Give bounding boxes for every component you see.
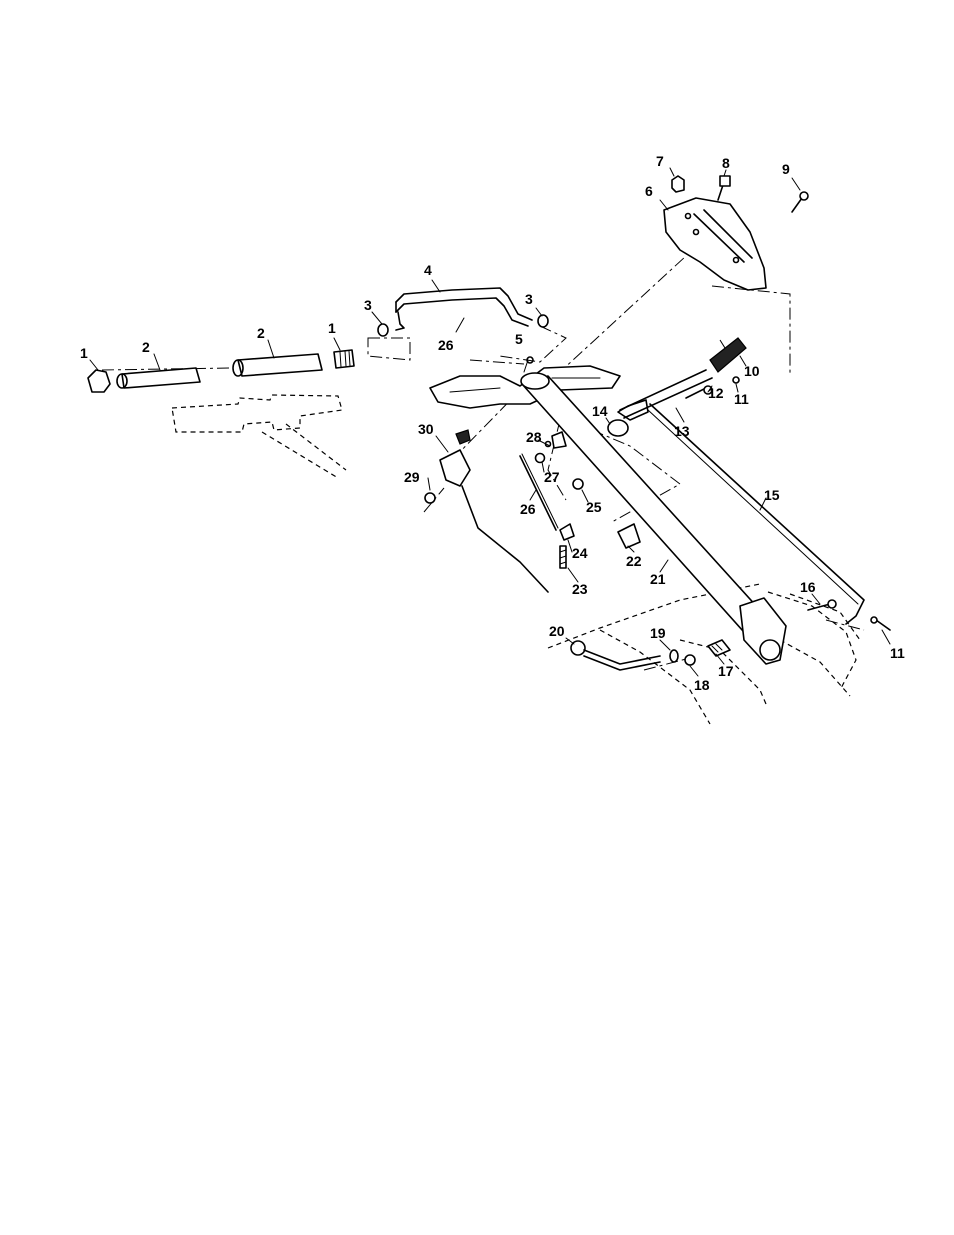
label-part-4: 4 <box>424 262 432 278</box>
label-part-22: 22 <box>626 553 642 569</box>
part-19-washer <box>670 650 678 662</box>
label-part-1-left: 1 <box>80 345 88 361</box>
label-part-12: 12 <box>708 385 724 401</box>
label-part-21: 21 <box>650 571 666 587</box>
leader-lines <box>90 168 890 676</box>
label-part-1-right: 1 <box>328 320 336 336</box>
part-1-nut-left <box>88 370 110 392</box>
part-3-washer-right <box>538 315 548 327</box>
part-21-handle-tube <box>521 373 778 650</box>
label-part-5: 5 <box>515 331 523 347</box>
label-part-10: 10 <box>744 363 760 379</box>
part-1-cap-right <box>334 350 354 368</box>
label-part-23: 23 <box>572 581 588 597</box>
label-part-6: 6 <box>645 183 653 199</box>
label-part-2-left: 2 <box>142 339 150 355</box>
label-part-20: 20 <box>549 623 565 639</box>
part-23-bolt <box>560 546 566 568</box>
label-part-19: 19 <box>650 625 666 641</box>
label-part-25: 25 <box>586 499 602 515</box>
label-part-16: 16 <box>800 579 816 595</box>
part-9-bolt <box>792 192 808 212</box>
part-16-bolt <box>808 600 836 610</box>
part-14-spacer <box>608 420 628 436</box>
transmission-housing <box>740 598 786 664</box>
part-29-nut <box>425 493 435 503</box>
label-part-3-left: 3 <box>364 297 372 313</box>
label-part-7: 7 <box>656 153 664 169</box>
label-part-15: 15 <box>764 487 780 503</box>
label-part-17: 17 <box>718 663 734 679</box>
label-part-27: 27 <box>544 469 560 485</box>
part-2-grip-right <box>233 354 322 376</box>
part-8-bolt <box>718 176 730 200</box>
label-part-14: 14 <box>592 403 608 419</box>
label-part-24: 24 <box>572 545 588 561</box>
part-4-handlebar <box>396 288 532 330</box>
label-part-18: 18 <box>694 677 710 693</box>
label-part-13: 13 <box>674 423 690 439</box>
part-10-lever-grip <box>710 338 746 372</box>
part-3-washer-left <box>378 324 388 336</box>
label-part-30: 30 <box>418 421 434 437</box>
part-13-shift-lever <box>618 370 712 420</box>
label-part-3-right: 3 <box>525 291 533 307</box>
label-part-8: 8 <box>722 155 730 171</box>
part-6-cover <box>664 198 766 290</box>
label-part-9: 9 <box>782 161 790 177</box>
part-2-grip-left <box>117 368 200 388</box>
part-27-nut <box>536 454 545 463</box>
label-part-28: 28 <box>526 429 542 445</box>
part-25-nut <box>573 479 583 489</box>
part-17-knob <box>708 640 730 656</box>
part-7-nut <box>672 176 684 192</box>
label-part-2-right: 2 <box>257 325 265 341</box>
part-11-clip-upper <box>733 377 739 383</box>
part-24-bracket <box>560 524 574 540</box>
part-number-labels: 1 2 2 1 3 4 3 26 5 6 7 8 9 10 11 12 13 1… <box>80 153 905 693</box>
part-18-nut <box>685 655 695 665</box>
label-part-26-lower: 26 <box>520 501 536 517</box>
part-22-clip <box>618 524 640 548</box>
label-part-29: 29 <box>404 469 420 485</box>
part-11-clip-lower <box>871 617 890 630</box>
part-20-crank-handle <box>571 641 660 670</box>
label-part-11-lower: 11 <box>890 645 905 661</box>
label-part-26-upper: 26 <box>438 337 454 353</box>
label-part-11-upper: 11 <box>734 391 749 407</box>
part-26-cable <box>520 454 558 530</box>
